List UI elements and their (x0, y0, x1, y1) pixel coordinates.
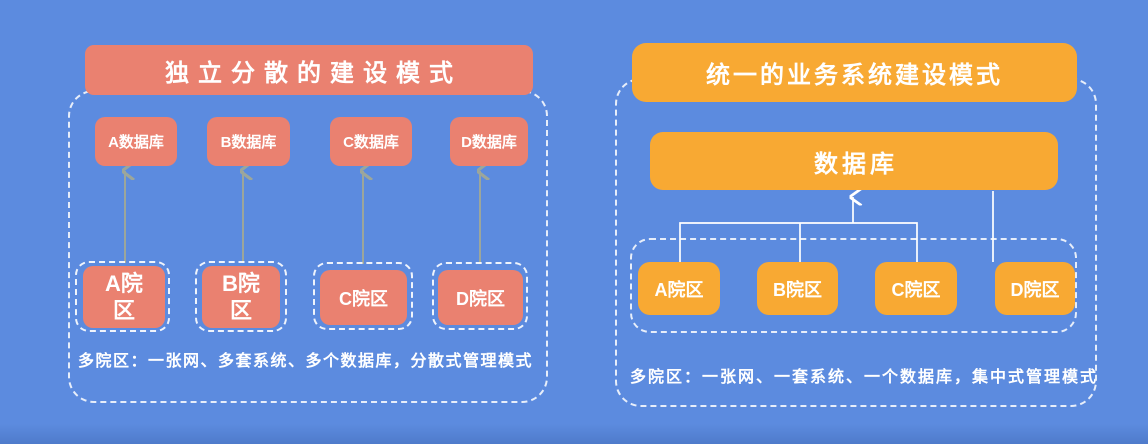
campus-node-b: B院区 (202, 266, 280, 328)
campus-outline-b (195, 261, 287, 332)
campus-node-d: D院区 (438, 270, 523, 325)
right-panel-title: 统一的业务系统建设模式 (632, 43, 1077, 102)
campus-label-a: A院区 (105, 270, 143, 324)
unified-campus-node-c: C院区 (875, 262, 957, 315)
bottom-shadow-band (0, 424, 1148, 444)
campus-label-b: B院区 (222, 270, 260, 324)
unified-campus-node-a: A院区 (638, 262, 720, 315)
database-node-b: B数据库 (207, 117, 290, 166)
database-node-c: C数据库 (330, 117, 412, 166)
campus-node-c: C院区 (320, 270, 407, 325)
left-panel-caption: 多院区：一张网、多套系统、多个数据库，分散式管理模式 (78, 353, 534, 370)
right-panel-caption: 多院区：一张网、一套系统、一个数据库，集中式管理模式 (630, 369, 1099, 386)
left-panel-title: 独立分散的建设模式 (85, 45, 533, 95)
unified-campus-node-b: B院区 (757, 262, 838, 315)
database-node-d: D数据库 (450, 117, 528, 166)
campus-node-a: A院区 (83, 266, 165, 328)
database-node-a: A数据库 (95, 117, 177, 166)
unified-database-node: 数据库 (650, 132, 1058, 190)
campus-outline-a (75, 261, 170, 332)
unified-campus-node-d: D院区 (995, 262, 1075, 315)
